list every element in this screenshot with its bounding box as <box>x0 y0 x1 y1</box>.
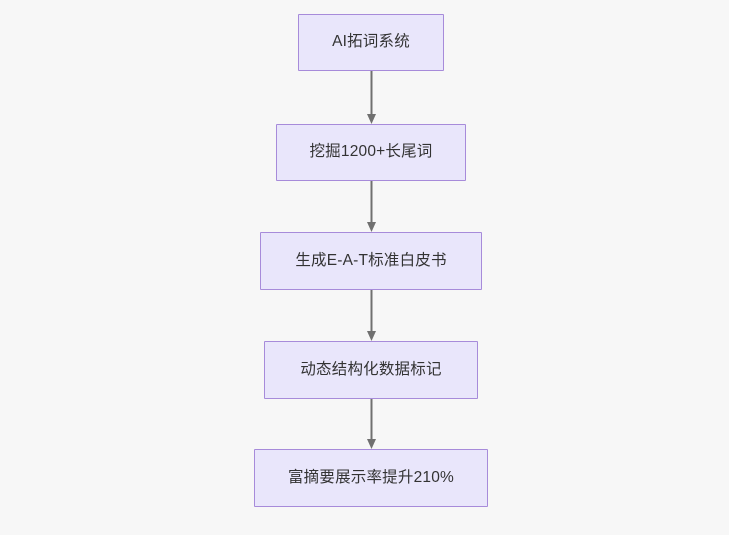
flow-node-label: 生成E-A-T标准白皮书 <box>295 251 447 269</box>
flow-node-dynamic-structured-data-markup[interactable]: 动态结构化数据标记 <box>264 341 478 399</box>
flow-node-label: 富摘要展示率提升210% <box>287 468 455 486</box>
flow-node-generate-eat-whitepaper[interactable]: 生成E-A-T标准白皮书 <box>260 232 482 290</box>
flow-node-ai-keyword-system[interactable]: AI拓词系统 <box>298 14 444 71</box>
flow-node-label: 动态结构化数据标记 <box>300 360 442 378</box>
flow-node-label: AI拓词系统 <box>332 33 410 51</box>
flow-node-mine-longtail-keywords[interactable]: 挖掘1200+长尾词 <box>276 124 466 181</box>
flow-node-label: 挖掘1200+长尾词 <box>309 143 433 161</box>
flow-node-rich-snippet-impression-uplift[interactable]: 富摘要展示率提升210% <box>254 449 488 507</box>
